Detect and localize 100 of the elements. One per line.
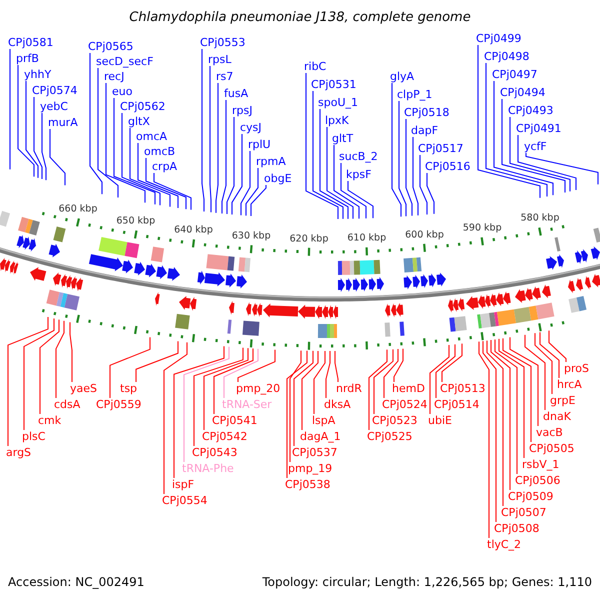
gene-label: omcB [144, 145, 176, 158]
gene-label: ubiE [428, 414, 452, 427]
leader-line [426, 172, 434, 214]
leader-line [498, 338, 524, 458]
gene-label: CPj0509 [508, 490, 554, 503]
leader-line [194, 347, 244, 446]
leader-line [106, 82, 146, 204]
gene-label: CPj0531 [311, 78, 356, 91]
gene-label: CPj0508 [494, 522, 540, 535]
leader-line [250, 184, 266, 217]
gene-label: spoU_1 [318, 96, 358, 109]
scale-label: 630 kbp [232, 230, 271, 242]
leader-line [420, 154, 428, 216]
leader-line [334, 144, 360, 220]
gene-label: obgE [264, 172, 292, 185]
leader-line [240, 150, 250, 216]
leader-line [392, 82, 402, 218]
gene-label: ribC [304, 60, 326, 73]
leader-line [502, 338, 532, 442]
gene-label: CPj0507 [501, 506, 546, 519]
leader-line [490, 340, 510, 490]
leader-line [526, 152, 598, 185]
leader-line [136, 340, 178, 382]
leader-line [534, 332, 552, 394]
leader-line [312, 90, 344, 220]
gene-label: cysJ [240, 121, 262, 134]
gene-label: CPj0498 [484, 50, 530, 63]
leader-line [294, 350, 314, 446]
gene-label: CPj0506 [515, 474, 560, 487]
leader-line [374, 348, 394, 414]
gene-label: omcA [136, 130, 168, 143]
gene-label: vacB [536, 426, 563, 439]
leader-line [114, 98, 156, 205]
gene-label: dagA_1 [300, 430, 341, 443]
leader-line [478, 341, 490, 538]
gene-label: yebC [40, 100, 68, 113]
gene-label: lspA [312, 414, 336, 427]
scale-label: 650 kbp [116, 216, 156, 227]
leader-line [24, 318, 54, 430]
leader-line [214, 348, 254, 414]
scale-label: 600 kbp [405, 229, 444, 240]
gene-label: CPj0538 [285, 478, 330, 491]
leader-line [340, 162, 366, 219]
scale-label: 620 kbp [290, 233, 328, 244]
leader-line [184, 346, 230, 462]
gene-label: rpmA [256, 155, 286, 168]
gene-label: cdsA [54, 398, 80, 411]
gene-label: rsbV_1 [522, 458, 560, 471]
gene-label: plsC [22, 430, 46, 443]
gene-label: yhhY [24, 68, 52, 81]
gene-label: crpA [152, 160, 178, 173]
gene-label: CPj0523 [372, 414, 418, 427]
gene-label: dksA [324, 398, 351, 411]
gene-label: pmp_20 [236, 382, 280, 395]
leader-line [164, 342, 188, 494]
leader-line [524, 334, 546, 410]
leader-line [246, 168, 258, 216]
gene-label: kpsF [346, 168, 372, 181]
gene-label: glyA [390, 70, 414, 83]
footer-text: Topology: circular; Length: 1,226,565 bp; Genes: 1,110 [262, 575, 592, 589]
gene-label: tsp [120, 382, 138, 395]
leader-line [406, 118, 412, 216]
leader-line [226, 116, 234, 214]
leader-line [90, 52, 102, 195]
leader-line [548, 330, 566, 362]
leader-line [40, 319, 60, 414]
gene-label: proS [564, 362, 589, 375]
scale-label: 610 kbp [347, 232, 386, 244]
leader-line [368, 349, 388, 430]
leader-line [50, 128, 66, 186]
gene-label: yaeS [70, 382, 98, 395]
gene-label: euo [112, 85, 132, 98]
leader-line [286, 350, 308, 478]
leader-line [314, 350, 326, 414]
gene-label: tRNA-Phe [182, 462, 234, 475]
leader-line [510, 336, 538, 426]
gene-label: CPj0491 [516, 122, 562, 135]
leader-line [442, 343, 462, 382]
leader-line [494, 80, 554, 196]
gene-label: CPj0524 [382, 398, 428, 411]
leader-line [154, 172, 192, 210]
gene-label: hemD [392, 382, 425, 395]
leader-line [412, 136, 418, 216]
gene-label: rpsL [208, 53, 232, 66]
leader-line [482, 340, 496, 522]
leader-line [224, 348, 258, 398]
gene-label: CPj0554 [162, 494, 208, 507]
gene-label: lpxK [325, 114, 349, 127]
leader-line [98, 68, 118, 198]
gene-label: CPj0517 [418, 142, 464, 155]
gene-label: dnaK [543, 410, 571, 423]
leader-line [56, 320, 64, 398]
gene-label: gltX [128, 115, 150, 128]
leader-line [478, 44, 540, 198]
gene-label: CPj0537 [292, 446, 338, 459]
leader-line [326, 126, 354, 220]
gene-label: CPj0553 [200, 36, 246, 49]
gene-label: cmk [38, 414, 62, 427]
gene-label: CPj0497 [492, 68, 538, 81]
gene-label: CPj0513 [440, 382, 486, 395]
